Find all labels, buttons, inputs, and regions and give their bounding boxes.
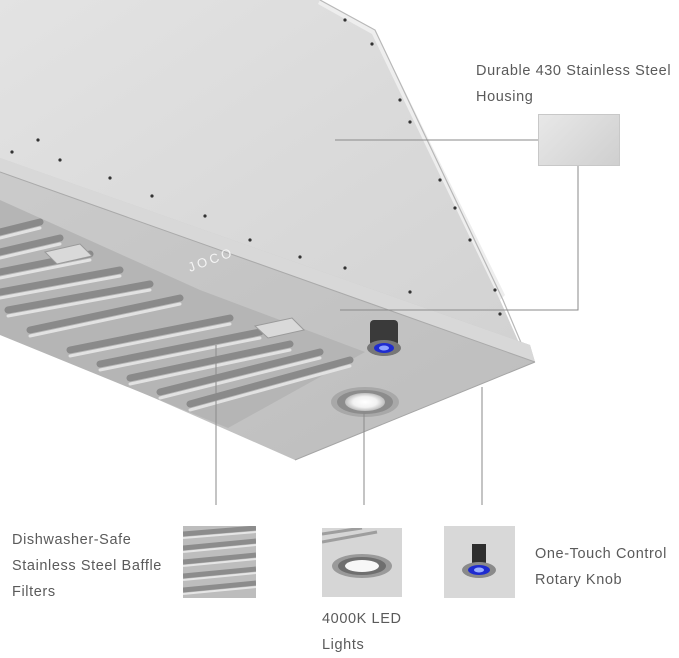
leader-lines — [215, 139, 579, 505]
housing-callout: Durable 430 Stainless Steel Housing — [476, 58, 671, 110]
led-light — [331, 387, 399, 417]
lights-callout: 4000K LED Lights — [322, 606, 402, 658]
knob-callout-line1: One-Touch Control — [535, 546, 667, 562]
lights-callout-line2: Lights — [322, 637, 365, 653]
steel-swatch-icon — [538, 114, 620, 166]
led-light-closeup-icon — [322, 528, 402, 597]
rotary-knob-closeup-icon — [444, 526, 515, 598]
lights-callout-line1: 4000K LED — [322, 611, 402, 627]
knob-callout: One-Touch Control Rotary Knob — [535, 541, 667, 593]
baffle-filter-closeup-icon — [183, 526, 256, 598]
filters-callout-line2: Stainless Steel Baffle — [12, 558, 162, 574]
filters-callout-line1: Dishwasher-Safe — [12, 532, 132, 548]
filters-callout-line3: Filters — [12, 584, 56, 600]
hood-housing — [0, 0, 523, 346]
baffle-filters — [0, 200, 365, 428]
knob-callout-line2: Rotary Knob — [535, 572, 623, 588]
filters-callout: Dishwasher-Safe Stainless Steel Baffle F… — [12, 527, 162, 605]
housing-callout-line1: Durable 430 Stainless Steel — [476, 63, 672, 79]
housing-callout-line2: Housing — [476, 89, 534, 105]
rotary-knob — [367, 320, 401, 356]
